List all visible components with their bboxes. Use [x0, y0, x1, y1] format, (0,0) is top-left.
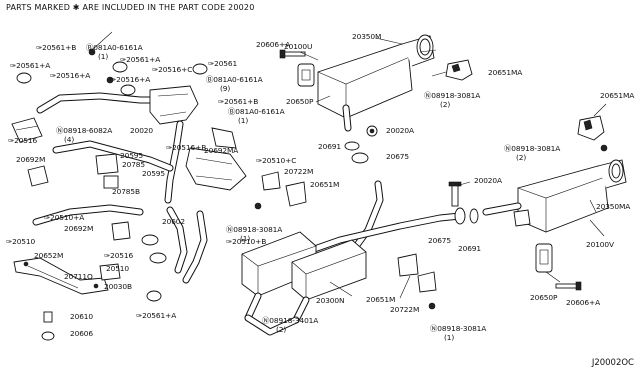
label-20651ma-1: 20651MA: [488, 68, 523, 77]
label-20510-1: ✑20510: [6, 237, 36, 246]
bolt-20020a-top: [366, 125, 378, 137]
label-20675-2: 20675: [428, 236, 452, 245]
label-20100v: 20100V: [586, 240, 614, 249]
label-20510-2: 20510: [106, 264, 130, 273]
label-20606a-2: 20606+A: [566, 298, 601, 307]
label-qty-1b: (1): [238, 116, 249, 125]
bolt-20610-20606: [41, 311, 55, 341]
stud-20606a-top: [279, 49, 306, 59]
label-08918-3081a-4: Ⓝ08918-3081A: [430, 324, 487, 333]
label-20606: 20606: [70, 329, 94, 338]
label-20692m-2: 20692M: [64, 224, 94, 233]
rubber-20650p-top: [297, 63, 315, 87]
label-20516-2: ✑20516: [104, 251, 134, 260]
label-qty-1a: (1): [98, 52, 109, 61]
label-08918-3081a-1: Ⓝ08918-3081A: [424, 91, 481, 100]
label-qty-9: (9): [220, 84, 231, 93]
label-20020: 20020: [130, 126, 154, 135]
label-qty-2b: (2): [516, 153, 527, 162]
label-20785b: 20785B: [112, 187, 140, 196]
label-20675-1: 20675: [386, 152, 410, 161]
label-20516a-1: ✑20516+A: [50, 71, 91, 80]
label-20020a-2: 20020A: [474, 176, 502, 185]
label-20516b: ✑20516+B: [166, 143, 207, 152]
label-20651m-2: 20651M: [366, 295, 396, 304]
support-bar-20711q: [13, 257, 109, 295]
label-20510a: ✑20510+A: [44, 213, 85, 222]
label-20650p-1: 20650P: [286, 97, 314, 106]
catalyst-20020: [164, 120, 247, 204]
label-20030b: 20030B: [104, 282, 132, 291]
label-20561: ✑20561: [208, 59, 238, 68]
front-tube-upper: [36, 85, 199, 125]
label-20692m-1: 20692M: [16, 155, 46, 164]
center-pipe-20300n: [241, 180, 464, 336]
hanger-20651ma-top: [431, 59, 473, 81]
hanger-20651m-center: [254, 171, 437, 310]
gaskets-right: [454, 207, 479, 225]
label-08918-3401a: Ⓝ08918-3401A: [262, 316, 319, 325]
leader-lines: [91, 31, 607, 299]
label-20510b: ✑20510+B: [226, 237, 267, 246]
label-20651ma-2: 20651MA: [600, 91, 635, 100]
label-20650p-2: 20650P: [530, 293, 558, 302]
hanger-20651ma-right: [577, 115, 608, 152]
label-20652m: 20652M: [34, 251, 64, 260]
muffler-20100v: [482, 159, 627, 233]
label-20561a-3: ✑20561+A: [136, 311, 177, 320]
clamps-top-left: [16, 48, 208, 96]
bolt-20020a-right: [448, 181, 462, 207]
label-qty-4: (4): [64, 135, 75, 144]
label-20561a-1: ✑20561+A: [10, 61, 51, 70]
heat-shield-left: [11, 117, 43, 143]
label-20561b-2: ✑20561+B: [218, 97, 259, 106]
label-qty-1d: (1): [444, 333, 455, 342]
label-081a0-6161a-3: Ⓑ081A0-6161A: [228, 107, 285, 116]
label-20691-1: 20691: [318, 142, 342, 151]
label-20350m: 20350M: [352, 32, 382, 41]
label-20691-2: 20691: [458, 244, 482, 253]
label-20350ma: 20350MA: [596, 202, 631, 211]
label-20606a-1: 20606+A: [256, 40, 291, 49]
label-08918-6082a: Ⓝ08918-6082A: [56, 126, 113, 135]
label-20602: 20602: [162, 217, 186, 226]
rubber-20650p-right: [535, 243, 582, 291]
label-20722m-2: 20722M: [390, 305, 420, 314]
label-20610: 20610: [70, 312, 94, 321]
label-20510c: ✑20510+C: [256, 156, 297, 165]
label-qty-1c: (1): [240, 234, 251, 243]
label-20595-2: 20595: [142, 169, 166, 178]
label-08918-3081a-3: Ⓝ08918-3081A: [226, 225, 283, 234]
label-20711q: 20711Q: [64, 272, 93, 281]
label-20300n: 20300N: [316, 296, 345, 305]
muffler-20100u: [317, 34, 435, 132]
label-081a0-6161a-2: Ⓑ081A0-6161A: [206, 75, 263, 84]
label-20516-1: ✑20516: [8, 136, 38, 145]
label-20692ma: 20692MA: [204, 146, 239, 155]
label-20561a-2: ✑20561+A: [120, 55, 161, 64]
label-20722m-1: 20722M: [284, 167, 314, 176]
label-qty-2a: (2): [440, 100, 451, 109]
front-tube-mid: [27, 140, 174, 189]
label-20595-1: 20595: [120, 151, 144, 160]
bracket-20030b: [99, 263, 121, 281]
label-20785: 20785: [122, 160, 146, 169]
label-20100u: 20100U: [284, 42, 313, 51]
label-qty-2c: (2): [276, 325, 287, 334]
gasket-20691-top: [344, 141, 369, 164]
label-20651m-1: 20651M: [310, 180, 340, 189]
front-tube-lower: [32, 204, 208, 302]
label-08918-3081a-2: Ⓝ08918-3081A: [504, 144, 561, 153]
diagram-code: J20002OC: [591, 358, 634, 368]
label-20020a-1: 20020A: [386, 126, 414, 135]
label-20516c: ✑20516+C: [152, 65, 193, 74]
label-081a0-6161a-1: Ⓑ081A0-6161A: [86, 43, 143, 52]
header-note: PARTS MARKED ✱ ARE INCLUDED IN THE PART …: [6, 3, 255, 12]
label-20561b: ✑20561+B: [36, 43, 77, 52]
label-20516a-2: ✑20516+A: [110, 75, 151, 84]
